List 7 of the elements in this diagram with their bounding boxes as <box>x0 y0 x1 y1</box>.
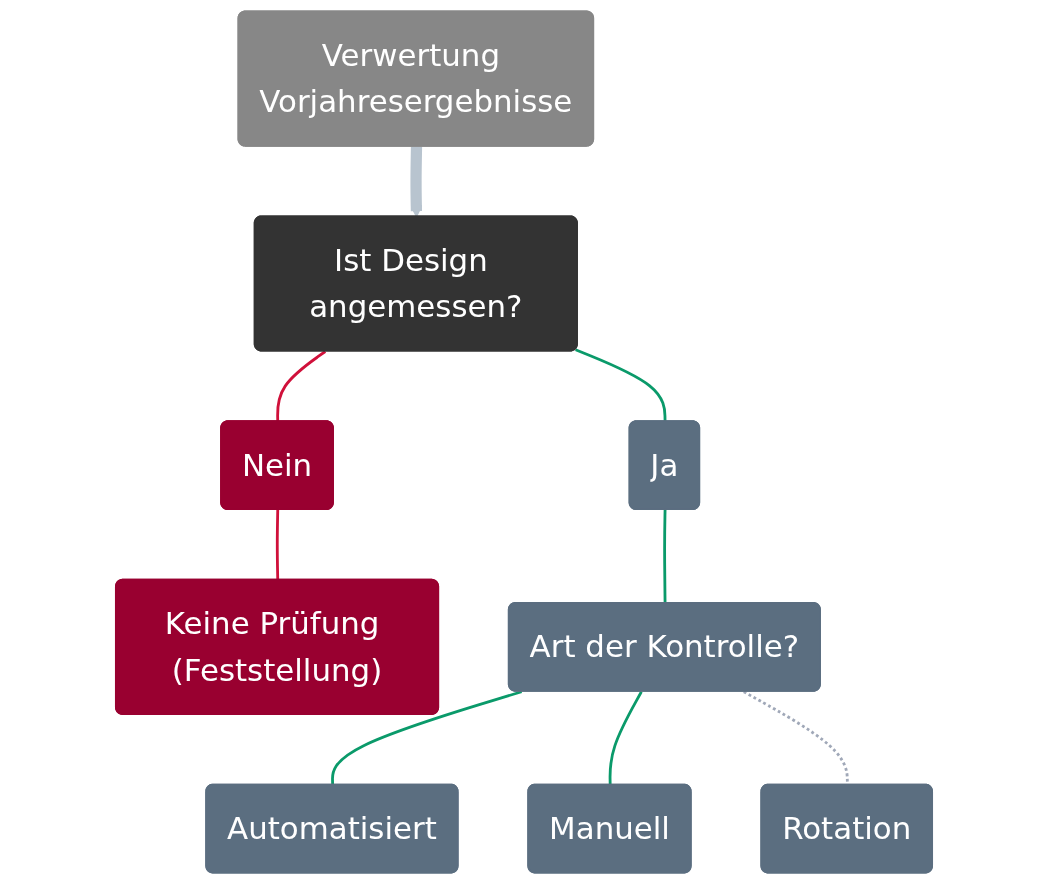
connector <box>663 510 667 604</box>
arrow <box>410 146 423 218</box>
connector <box>608 691 643 786</box>
connector <box>331 690 523 786</box>
connector <box>575 348 667 422</box>
connector <box>275 510 280 581</box>
connector <box>276 350 327 422</box>
